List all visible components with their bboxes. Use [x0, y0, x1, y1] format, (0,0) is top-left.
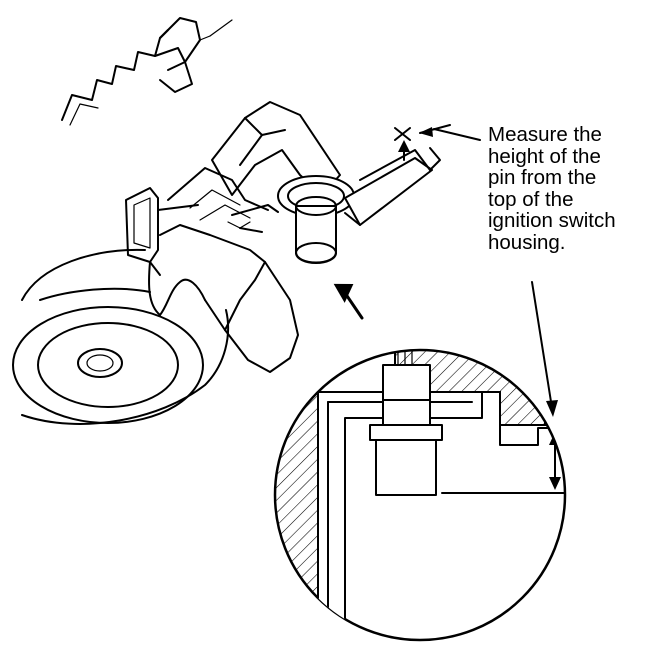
caption-leader: [531, 281, 558, 417]
annotation-line-3: pin from the: [488, 166, 597, 189]
cross-section-detail: [273, 348, 567, 642]
annotation-line-1: Measure the: [488, 123, 602, 146]
annotation-line-5: ignition switch: [488, 209, 616, 232]
measurement-annotation: Measure the height of the pin from the t…: [488, 124, 663, 253]
annotation-line-4: top of the: [488, 187, 574, 211]
straight-edge: [344, 147, 441, 226]
switch-housing: [148, 101, 341, 373]
column-bracket: [125, 187, 199, 276]
lever-bracket: [61, 17, 233, 126]
steering-hub: [12, 248, 230, 425]
annotation-line-2: height of the: [488, 144, 601, 168]
measure-indicator: [394, 124, 481, 161]
pin-collar: [277, 175, 355, 264]
annotation-line-6: housing.: [488, 230, 566, 254]
zoom-arrow: [333, 283, 364, 320]
